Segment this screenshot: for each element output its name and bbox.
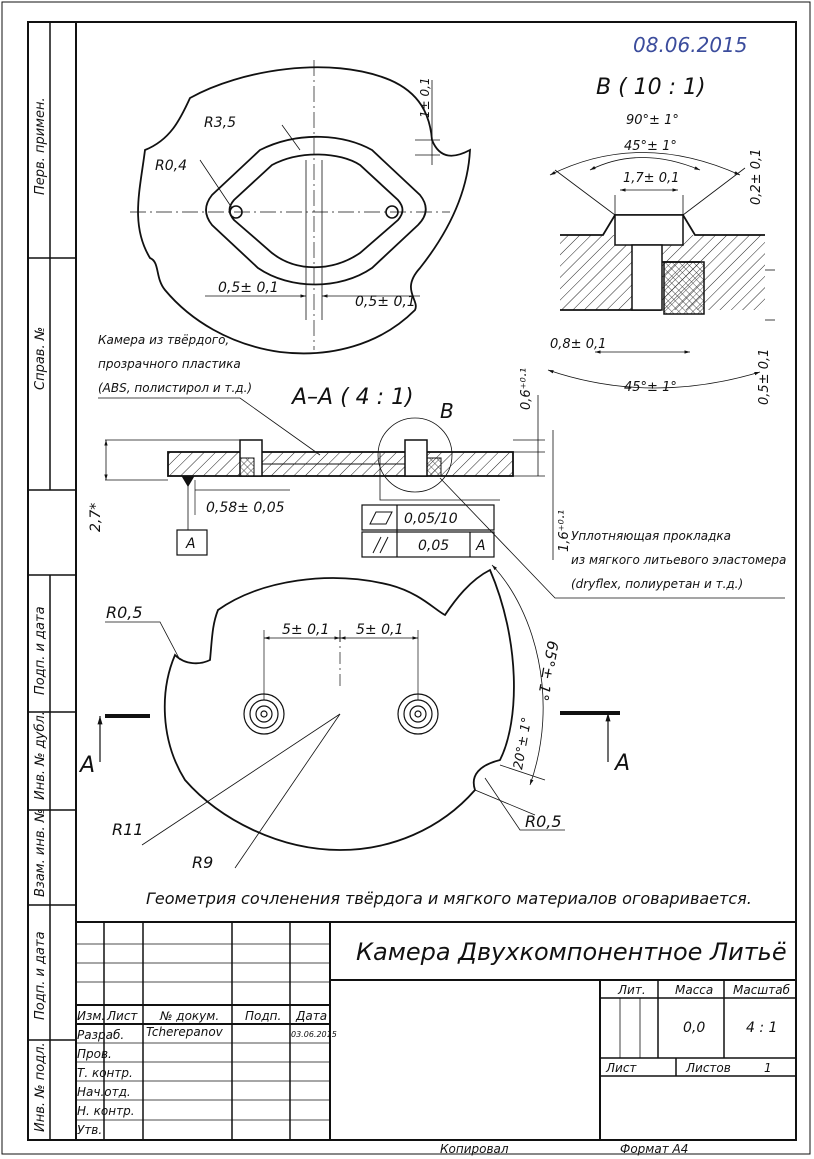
massa-value: 0,0 xyxy=(683,1020,705,1036)
general-note: Геометрия сочленения твёрдога и мягкого … xyxy=(146,889,752,908)
ang-20-label: 20°± 1° xyxy=(511,716,535,771)
tol-1-label: 1± 0,1 xyxy=(418,77,432,118)
flatness-value: 0,05/10 xyxy=(404,511,458,527)
side-podp-data-2: Подп. и дата xyxy=(33,931,48,1020)
col-data: Дата xyxy=(295,1009,327,1023)
row-utv: Утв. xyxy=(77,1123,102,1137)
bottom-view xyxy=(97,564,620,869)
detail-b-marker: B xyxy=(440,399,454,423)
razrab-date: 03.06.2015 xyxy=(291,1030,337,1039)
datum-a-label: A xyxy=(185,536,196,552)
dim-0-8-label: 0,8± 0,1 xyxy=(550,337,606,352)
row-razrab: Разраб. xyxy=(77,1028,124,1042)
col-list: Лист xyxy=(106,1009,138,1023)
dim-1-6-label: 1,6⁺⁰·¹ xyxy=(557,510,572,552)
side-inv-podl: Инв. № подл. xyxy=(33,1042,48,1132)
dim-0-58-label: 0,58± 0,05 xyxy=(206,500,285,516)
dim-2-7-label: 2,7* xyxy=(88,503,104,532)
note-chamber: Камера из твёрдого, прозрачного пластика… xyxy=(98,333,321,456)
note-chamber-line3: (ABS, полистирол и т.д.) xyxy=(98,381,252,395)
note-chamber-line2: прозрачного пластика xyxy=(98,357,241,371)
side-perv-primen: Перв. примен. xyxy=(33,97,48,195)
title-block xyxy=(76,921,796,1140)
ang-45-bottom-label: 45°± 1° xyxy=(624,380,677,395)
ang-90-label: 90°± 1° xyxy=(626,113,679,128)
ang-45-top-label: 45°± 1° xyxy=(624,139,677,154)
detail-b xyxy=(547,152,775,389)
col-izm: Изм. xyxy=(77,1009,105,1023)
r11-label: R11 xyxy=(112,820,143,839)
masshtab-label: Масштаб xyxy=(733,983,791,997)
section-aa-title: A–A ( 4 : 1) xyxy=(290,385,414,410)
r9-label: R9 xyxy=(192,853,213,872)
parallel-value: 0,05 xyxy=(418,538,449,554)
row-prov: Пров. xyxy=(77,1047,112,1061)
bottom-view-outline xyxy=(163,568,515,851)
dim-0-6-label: 0,6⁺⁰·¹ xyxy=(519,368,534,410)
r0-5-right-label: R0,5 xyxy=(525,812,562,831)
col-podp: Подп. xyxy=(245,1009,281,1023)
detail-b-title: B ( 10 : 1) xyxy=(596,75,706,100)
listov-value: 1 xyxy=(764,1061,772,1075)
note-chamber-line1: Камера из твёрдого, xyxy=(98,333,229,347)
row-nach-otd: Нач.отд. xyxy=(77,1085,131,1099)
dim-0-5-left: 0,5± 0,1 xyxy=(218,280,279,296)
drawing-title: Камера Двухкомпонентное Литьё xyxy=(356,938,787,966)
footer: Копировал Формат A4 xyxy=(440,1142,688,1156)
razrab-name: Tcherepanov xyxy=(146,1025,224,1039)
note-gasket-line1: Уплотняющая прокладка xyxy=(571,529,731,543)
note-gasket: Уплотняющая прокладка из мягкого литьево… xyxy=(439,477,786,599)
side-podp-data-1: Подп. и дата xyxy=(33,606,48,695)
r0-5-left-label: R0,5 xyxy=(106,603,143,622)
row-t-kontr: Т. контр. xyxy=(77,1066,133,1080)
dim-0-2-label: 0,2± 0,1 xyxy=(749,149,764,205)
masshtab-value: 4 : 1 xyxy=(746,1020,777,1036)
top-view xyxy=(130,60,471,355)
footer-kopiroval: Копировал xyxy=(440,1142,509,1156)
note-gasket-line3: (dryflex, полиуретан и т.д.) xyxy=(571,577,743,591)
top-view-labels: R3,5 R0,4 1± 0,1 0,5± 0,1 0,5± 0,1 xyxy=(155,77,432,310)
dim-0-5-right: 0,5± 0,1 xyxy=(355,294,416,310)
footer-format: Формат A4 xyxy=(620,1142,688,1156)
dim-0-5-b-label: 0,5± 0,1 xyxy=(757,349,772,405)
section-arrow-a-right: A xyxy=(613,751,630,776)
top-view-outline xyxy=(137,66,471,355)
side-vzam-inv: Взам. инв. № xyxy=(33,809,48,897)
dim-5-right-label: 5± 0,1 xyxy=(356,622,403,638)
parallel-datum: A xyxy=(475,538,486,554)
section-arrow-a-left: A xyxy=(78,753,95,778)
dim-5-left-label: 5± 0,1 xyxy=(282,622,329,638)
side-strip-labels: Перв. примен. Справ. № Подп. и дата Инв.… xyxy=(33,97,48,1132)
side-sprav-no: Справ. № xyxy=(33,327,48,390)
r0-4-label: R0,4 xyxy=(155,158,187,174)
r3-5-label: R3,5 xyxy=(204,115,236,131)
bottom-view-labels: R0,5 R0,5 5± 0,1 5± 0,1 65°± 1° 20°± 1° … xyxy=(78,603,630,872)
col-doc-no: № докум. xyxy=(159,1009,219,1023)
note-gasket-line2: из мягкого литьевого эластомера xyxy=(571,553,786,567)
title-block-text: Камера Двухкомпонентное Литьё Изм. Лист … xyxy=(77,938,791,1137)
section-aa-labels: A–A ( 4 : 1) B 0,58± 0,05 2,7* A 0,6⁺⁰·¹… xyxy=(88,368,572,554)
dim-1-7-label: 1,7± 0,1 xyxy=(623,171,679,186)
lit-label: Лит. xyxy=(617,983,646,997)
ang-65-label: 65°± 1° xyxy=(533,639,561,702)
list-label: Лист xyxy=(605,1061,637,1075)
top-view-outer-rim xyxy=(205,135,427,286)
detail-b-labels: B ( 10 : 1) 90°± 1° 45°± 1° 1,7± 0,1 0,2… xyxy=(550,75,772,405)
massa-label: Масса xyxy=(675,983,713,997)
section-aa xyxy=(104,395,554,560)
side-inv-dubl: Инв. № дубл. xyxy=(33,711,48,800)
top-view-inner-rim xyxy=(228,153,404,269)
row-n-kontr: Н. контр. xyxy=(77,1104,135,1118)
handwritten-date: 08.06.2015 xyxy=(633,33,748,57)
listov-label: Листов xyxy=(685,1061,731,1075)
